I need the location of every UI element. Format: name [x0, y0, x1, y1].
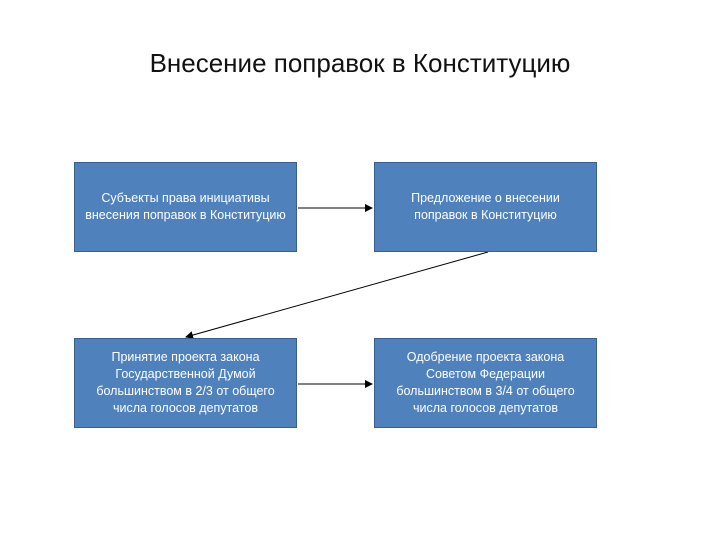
- box-subjects: Субъекты права инициативы внесения попра…: [74, 162, 297, 252]
- box-federation-council-text: Одобрение проекта закона Советом Федерац…: [396, 350, 575, 415]
- box-duma: Принятие проекта закона Государственной …: [74, 338, 297, 428]
- box-federation-council: Одобрение проекта закона Советом Федерац…: [374, 338, 597, 428]
- slide-title: Внесение поправок в Конституцию: [149, 48, 571, 78]
- box-subjects-text: Субъекты права инициативы внесения попра…: [85, 191, 286, 222]
- box-duma-text: Принятие проекта закона Государственной …: [96, 350, 275, 415]
- box-proposal: Предложение о внесении поправок в Консти…: [374, 162, 597, 252]
- box-proposal-text: Предложение о внесении поправок в Консти…: [411, 191, 560, 222]
- arrow-proposal-to-duma: [185, 251, 489, 339]
